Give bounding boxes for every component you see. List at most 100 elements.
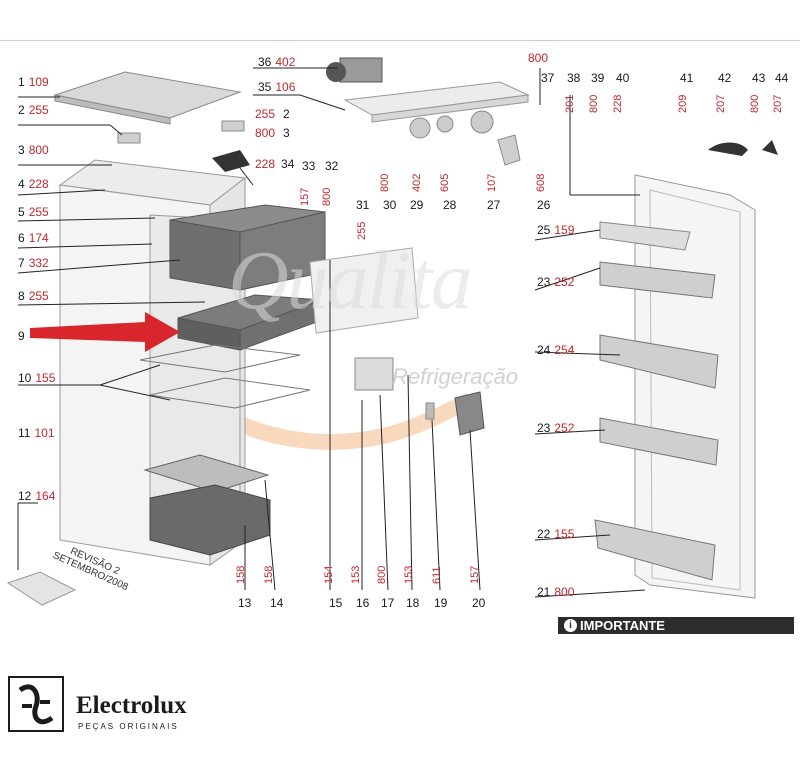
label-num-20: 20	[472, 596, 486, 610]
info-icon: i	[564, 619, 577, 632]
code-part-41: 209	[677, 94, 689, 113]
code-part-16: 153	[350, 565, 362, 584]
door-shelf-22	[594, 519, 716, 581]
part-small-clip-b	[221, 120, 245, 132]
part-black-bracket	[212, 150, 250, 172]
code-part-17: 800	[376, 565, 388, 584]
part-gear-b	[436, 115, 454, 133]
part-small-clip	[117, 132, 141, 144]
label-num-16: 16	[356, 596, 370, 610]
door-egg-tray	[599, 221, 691, 251]
code-part-30: 800	[379, 173, 391, 192]
code-part-15: 154	[323, 565, 335, 584]
part-thermostat	[326, 57, 383, 83]
code-part-13: 158	[235, 565, 247, 584]
part-gear-c	[470, 110, 494, 134]
door-shelf-24	[599, 334, 719, 389]
door-shelf-23a	[599, 261, 716, 299]
footer-brand-subtitle: PEÇAS ORIGINAIS	[78, 722, 179, 731]
label-num-14: 14	[270, 596, 284, 610]
code-part-29: 402	[411, 173, 423, 192]
code-part-40: 228	[612, 94, 624, 113]
code-part-43: 800	[749, 94, 761, 113]
part-lamp-cover	[454, 391, 485, 436]
code-part-28: 605	[439, 173, 451, 192]
watermark-brand-text: Qualita	[228, 234, 473, 327]
label-num-30: 30	[383, 198, 397, 212]
part-ice-tray	[6, 571, 77, 606]
label-num-31: 31	[356, 198, 370, 212]
top-divider	[0, 40, 800, 41]
code-part-32: 800	[321, 187, 333, 206]
label-num-28: 28	[443, 198, 457, 212]
label-num-29: 29	[410, 198, 424, 212]
part-top-cover	[53, 71, 242, 119]
code-part-44: 207	[772, 94, 784, 113]
code-part-26: 608	[535, 173, 547, 192]
part-door-handle	[708, 142, 748, 156]
label-part-37-code: 800	[528, 51, 549, 65]
part-lamp-bracket	[354, 357, 394, 391]
code-part-19: 611	[431, 566, 443, 584]
highlight-arrow	[30, 312, 180, 352]
door-shelf-23b	[599, 417, 719, 466]
leader-lines	[17, 67, 646, 598]
part-freezer-tray	[177, 294, 323, 351]
part-shelf-upper	[139, 344, 301, 373]
code-part-14: 158	[263, 565, 275, 584]
label-part-9: 9	[18, 329, 25, 343]
label-num-41: 41	[680, 71, 694, 85]
label-num-32: 32	[325, 159, 339, 173]
label-num-15: 15	[329, 596, 343, 610]
label-num-17: 17	[381, 596, 395, 610]
label-num-42: 42	[718, 71, 732, 85]
code-part-33: 157	[299, 187, 311, 206]
part-crisper-drawer	[143, 454, 271, 556]
part-control-housing-edge	[371, 94, 529, 123]
label-num-40: 40	[616, 71, 630, 85]
part-top-cover-edge	[54, 94, 171, 125]
code-part-38: 201	[564, 94, 576, 113]
label-num-19: 19	[434, 596, 448, 610]
watermark-subtitle: Refrigeração	[392, 364, 518, 389]
label-num-33: 33	[302, 159, 316, 173]
code-part-20: 157	[469, 565, 481, 584]
part-hinge-pin	[762, 140, 778, 155]
part-shelf-insert	[309, 247, 419, 334]
part-shelf-lower	[149, 377, 311, 409]
label-num-13: 13	[238, 596, 252, 610]
code-part-31: 255	[356, 221, 368, 240]
code-part-18: 153	[403, 565, 415, 584]
part-lamp-bulb	[425, 402, 435, 420]
label-num-39: 39	[591, 71, 605, 85]
code-part-42: 207	[715, 94, 727, 113]
footer-brand-name: Electrolux	[76, 692, 187, 719]
label-num-38: 38	[567, 71, 581, 85]
label-num-18: 18	[406, 596, 420, 610]
label-num-37: 37	[541, 71, 555, 85]
label-num-44: 44	[775, 71, 789, 85]
label-num-26: 26	[537, 198, 551, 212]
